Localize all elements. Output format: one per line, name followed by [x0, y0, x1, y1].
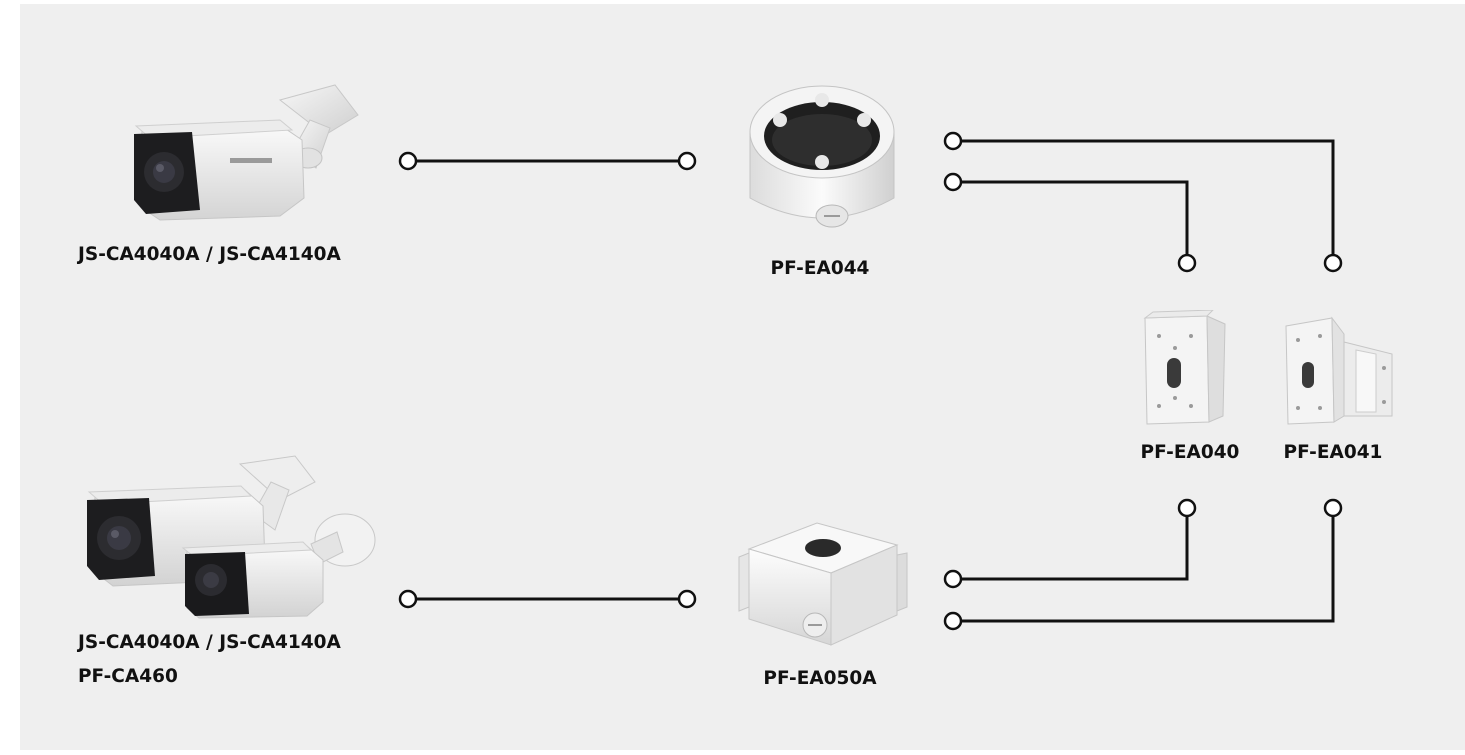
- connector-node: [943, 611, 963, 631]
- connector-node: [1323, 253, 1343, 273]
- connector-node: [677, 151, 697, 171]
- bullet-cameras-image-bottom: [87, 455, 376, 619]
- round-junction-box-image: [749, 85, 895, 228]
- connector-node: [398, 151, 418, 171]
- connector-node: [1177, 253, 1197, 273]
- pf-ea040-label: PF-EA040: [1140, 442, 1240, 463]
- connector-pf-ea050a-to-pf-ea040: [953, 508, 1189, 581]
- pole-mount-image: [1143, 310, 1226, 425]
- connector-pf-ea044-to-pf-ea041: [953, 139, 1335, 263]
- square-junction-box-image: [738, 522, 908, 646]
- connector-node: [1323, 498, 1343, 518]
- camera-bottom-label-line2: PF-CA460: [78, 666, 178, 687]
- connector-node: [943, 172, 963, 192]
- camera-bottom-label-line1: JS-CA4040A / JS-CA4140A: [78, 632, 341, 653]
- corner-mount-image: [1285, 316, 1393, 425]
- connector-node: [398, 589, 418, 609]
- connector-pf-ea044-to-pf-ea040: [953, 180, 1189, 263]
- pf-ea041-label: PF-EA041: [1283, 442, 1383, 463]
- connector-node: [677, 589, 697, 609]
- pf-ea044-label: PF-EA044: [770, 258, 870, 279]
- connector-node: [1177, 498, 1197, 518]
- connector-node: [943, 569, 963, 589]
- connector-pf-ea050a-to-pf-ea041: [953, 508, 1335, 623]
- connector-node: [943, 131, 963, 151]
- bullet-camera-image-top: [134, 84, 359, 221]
- pf-ea050a-label: PF-EA050A: [763, 668, 877, 689]
- camera-top-label: JS-CA4040A / JS-CA4140A: [78, 244, 341, 265]
